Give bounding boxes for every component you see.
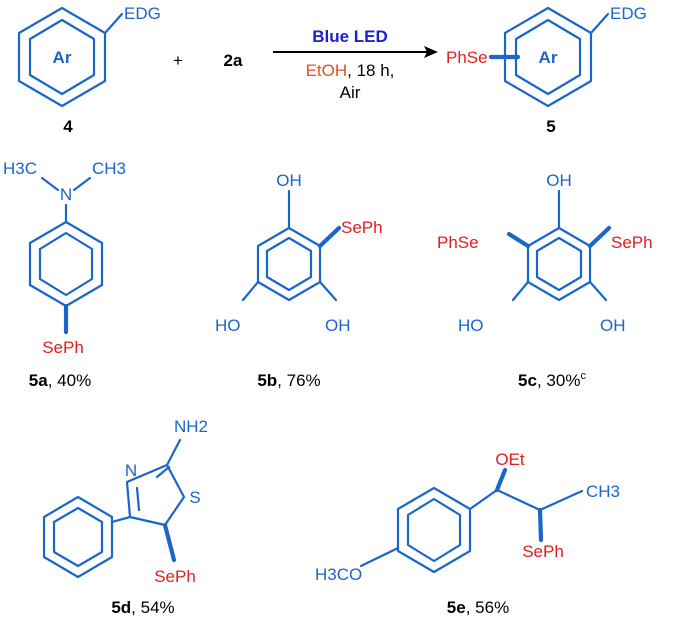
edg-bond	[103, 12, 124, 35]
solvent-ethanol: EtOH	[306, 61, 348, 80]
structure-5d: NH2 N S SePh	[42, 417, 208, 586]
sephe-label: SePh	[522, 542, 564, 561]
condition-solvent-time: EtOH, 18 h,	[306, 61, 395, 80]
structure-5a: H3C N CH3 SePh	[3, 159, 126, 357]
condition-blue-led: Blue LED	[312, 27, 388, 46]
oet-bond	[494, 467, 508, 493]
compound-id: 5e	[447, 598, 466, 617]
ho-label: HO	[215, 316, 241, 335]
yield: , 56%	[466, 598, 509, 617]
ar-label: Ar	[539, 48, 558, 67]
ar-label: Ar	[53, 48, 72, 67]
label-5c: 5c, 30%c	[518, 370, 586, 390]
nh2-label: NH2	[174, 417, 208, 436]
compound-id: 5b	[257, 371, 277, 390]
reactant-4: Ar EDG	[17, 4, 161, 108]
h3c-label: H3C	[3, 159, 37, 178]
h3co-label: H3CO	[315, 565, 362, 584]
sephe-label: SePh	[154, 567, 196, 586]
n-ring-label: N	[125, 461, 137, 480]
yield: , 30%	[537, 371, 580, 390]
label-5e: 5e, 56%	[447, 598, 509, 617]
sephe-label: SePh	[341, 218, 383, 237]
edg-label: EDG	[124, 4, 161, 23]
yield: , 76%	[277, 371, 320, 390]
edg-bond	[589, 12, 610, 35]
sephe-bond	[162, 522, 177, 563]
phse-bond	[506, 231, 531, 249]
condition-time: , 18 h,	[347, 61, 394, 80]
phse-label: PhSe	[437, 233, 479, 252]
oh-top-label: OH	[546, 171, 572, 190]
product-5: PhSe Ar EDG	[446, 4, 647, 108]
oh-right-label: OH	[600, 316, 626, 335]
label-5b: 5b, 76%	[257, 371, 320, 390]
compound-number-4: 4	[63, 117, 73, 136]
yield: , 54%	[131, 598, 174, 617]
structure-5c: OH PhSe SePh HO OH	[437, 171, 653, 335]
ch3-label: CH3	[586, 482, 620, 501]
phse-label: PhSe	[446, 48, 488, 67]
oet-label: OEt	[495, 450, 525, 469]
sephe-label: SePh	[42, 338, 84, 357]
compound-id: 5d	[111, 598, 131, 617]
s-ring-label: S	[189, 488, 200, 507]
plus-sign: +	[173, 51, 183, 70]
reagent-2a: 2a	[224, 51, 243, 70]
sephe-label: SePh	[611, 233, 653, 252]
sephe-bond	[537, 507, 544, 543]
label-5a: 5a, 40%	[29, 371, 91, 390]
compound-id: 5c	[518, 371, 537, 390]
sephe-bond	[317, 225, 342, 249]
footnote: c	[580, 370, 586, 382]
yield: , 40%	[48, 371, 91, 390]
structure-5b: OH SePh HO OH	[215, 171, 383, 335]
compound-id: 5a	[29, 371, 48, 390]
nitrogen-label: N	[60, 185, 72, 204]
ch3-label: CH3	[92, 159, 126, 178]
condition-air: Air	[340, 83, 361, 102]
oh-top-label: OH	[276, 171, 302, 190]
label-5d: 5d, 54%	[111, 598, 174, 617]
compound-number-5: 5	[546, 117, 555, 136]
reaction-arrow	[273, 46, 438, 58]
ho-label: HO	[458, 316, 484, 335]
edg-label: EDG	[610, 4, 647, 23]
oh-right-label: OH	[325, 316, 351, 335]
structure-5e: H3CO OEt CH3 SePh	[315, 450, 620, 584]
sephe-bond	[587, 225, 612, 249]
